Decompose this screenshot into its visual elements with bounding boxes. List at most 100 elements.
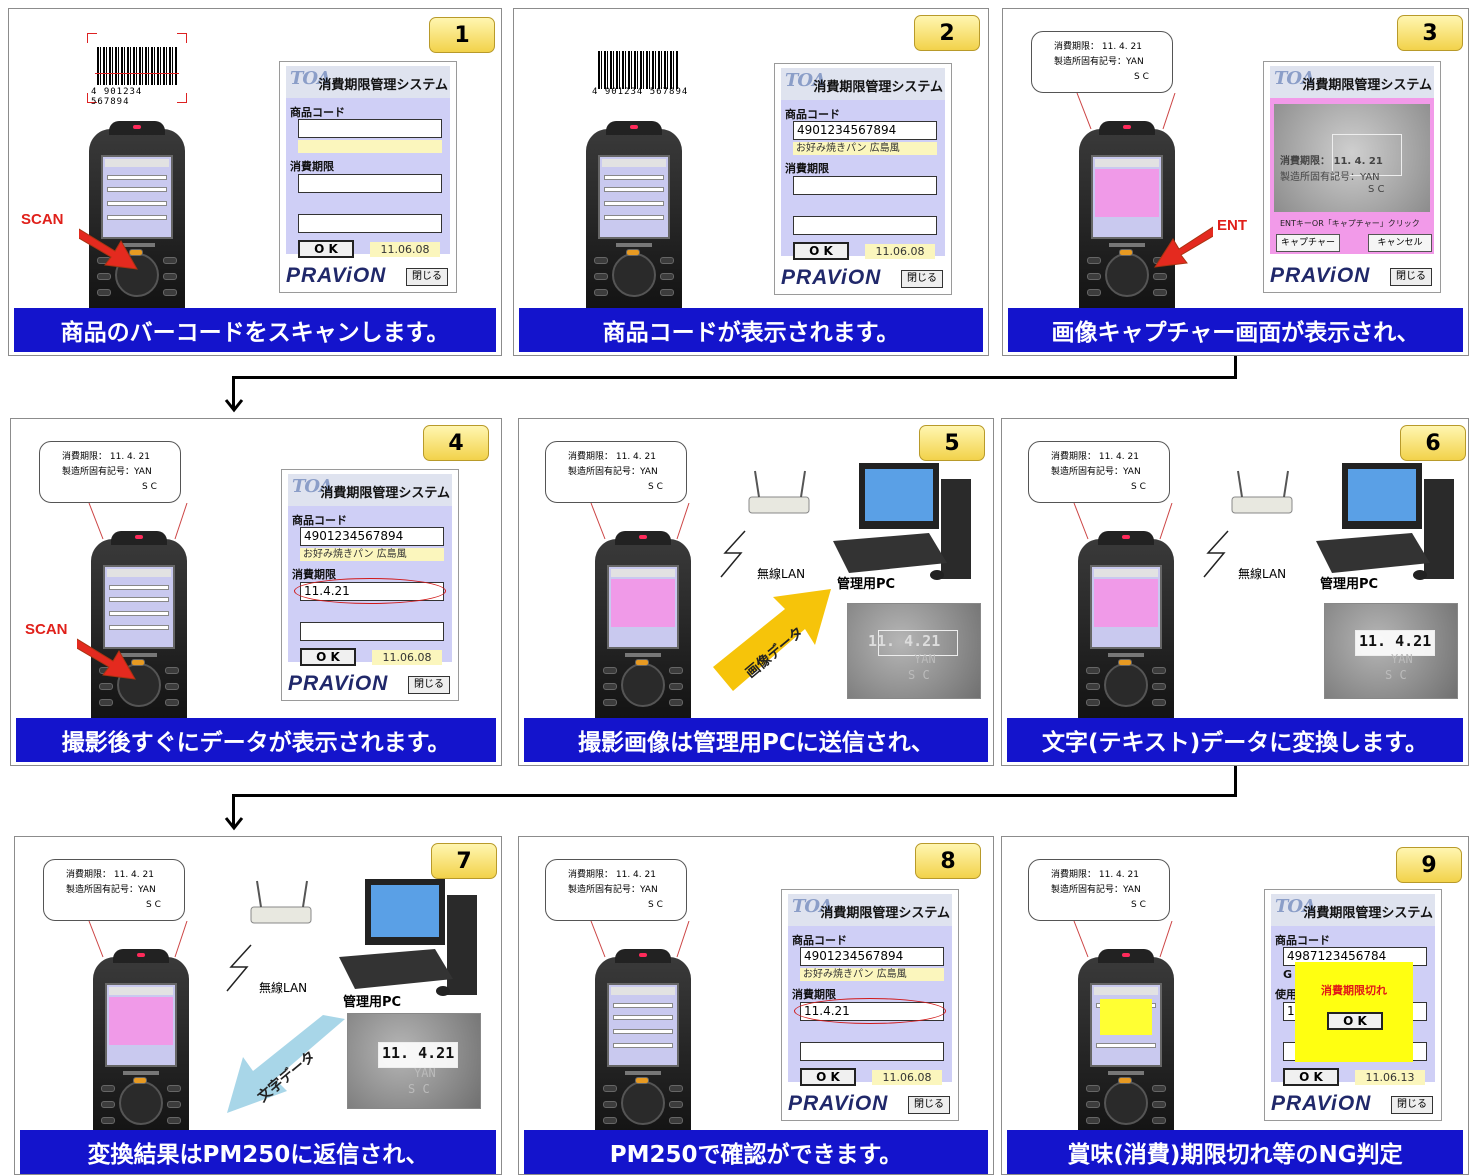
expiry-label-partial: 使用 bbox=[1275, 988, 1297, 1001]
ok-button[interactable]: O K bbox=[298, 240, 354, 258]
pravion-logo: PRAViON bbox=[286, 264, 387, 287]
pc-label: 管理用PC bbox=[343, 995, 402, 1010]
extra-field[interactable] bbox=[298, 214, 442, 233]
ok-button[interactable]: O K bbox=[793, 242, 849, 260]
extra-field[interactable] bbox=[800, 1042, 944, 1061]
ok-button[interactable]: O K bbox=[300, 648, 356, 666]
step-caption-4: 撮影後すぐにデータが表示されます。 bbox=[16, 718, 496, 762]
callout-lines bbox=[590, 921, 690, 958]
date-display: 11.06.08 bbox=[872, 1070, 942, 1085]
system-title: 消費期限管理システム bbox=[820, 906, 950, 921]
photo-recognized-box bbox=[378, 1042, 458, 1068]
photo-code-text: YAN bbox=[1391, 652, 1413, 666]
step-panel-6: 6 消費期限： 11. 4. 21 製造所固有記号：YAN S C 無線LAN … bbox=[1001, 418, 1469, 766]
pravion-logo: PRAViON bbox=[781, 266, 882, 289]
code-field[interactable]: 4901234567894 bbox=[793, 121, 937, 140]
bubble-line-code: 製造所固有記号：YAN bbox=[62, 467, 152, 477]
captured-photo: 11. 4.21 YAN S C bbox=[847, 603, 981, 699]
pravion-logo: PRAViON bbox=[788, 1092, 889, 1115]
product-name-field bbox=[298, 140, 442, 153]
ok-button[interactable]: O K bbox=[1283, 1068, 1339, 1086]
step-caption-2: 商品コードが表示されます。 bbox=[519, 308, 983, 352]
capture-preview: 消費期限： 11. 4. 21 製造所固有記号：YAN S C bbox=[1274, 104, 1430, 212]
system-title: 消費期限管理システム bbox=[813, 80, 943, 95]
bubble-line-expiry: 消費期限： 11. 4. 21 bbox=[568, 870, 656, 880]
flow-connector-1 bbox=[1234, 356, 1237, 378]
code-field[interactable]: 4987123456784 bbox=[1283, 947, 1427, 966]
step-panel-5: 5 消費期限： 11. 4. 21 製造所固有記号：YAN S C 無線LAN … bbox=[518, 418, 994, 766]
bubble-line-code: 製造所固有記号：YAN bbox=[1054, 57, 1144, 67]
code-field[interactable]: 4901234567894 bbox=[300, 527, 444, 546]
barcode-number: 4 901234 567894 bbox=[91, 87, 143, 107]
system-title: 消費期限管理システム bbox=[1303, 906, 1433, 921]
close-button[interactable]: 閉じる bbox=[908, 1096, 950, 1114]
ent-label: ENT bbox=[1217, 217, 1247, 234]
flow-connector-2-down bbox=[232, 794, 235, 826]
pc-label: 管理用PC bbox=[1320, 577, 1379, 592]
handheld-device bbox=[91, 531, 187, 727]
expiry-label: 消費期限 bbox=[785, 162, 829, 175]
handheld-device bbox=[595, 949, 691, 1145]
step-caption-9: 賞味(消費)期限切れ等のNG判定 bbox=[1007, 1130, 1463, 1174]
pravion-logo: PRAViON bbox=[1271, 1092, 1372, 1115]
photo-date-text: 11. 4.21 bbox=[868, 632, 941, 650]
lightning-icon bbox=[1203, 530, 1229, 578]
router-icon bbox=[748, 470, 810, 514]
extra-field[interactable] bbox=[300, 622, 444, 641]
pravion-logo: PRAViON bbox=[1270, 264, 1371, 287]
extra-field[interactable] bbox=[793, 216, 937, 235]
partial-char: G bbox=[1283, 968, 1293, 981]
close-button[interactable]: 閉じる bbox=[901, 270, 943, 288]
capture-button[interactable]: キャプチャー bbox=[1276, 234, 1340, 252]
ng-message: 消費期限切れ bbox=[1321, 984, 1387, 997]
callout-lines bbox=[1073, 503, 1173, 540]
code-field[interactable]: 4901234567894 bbox=[800, 947, 944, 966]
system-title: 消費期限管理システム bbox=[320, 486, 450, 501]
expiry-label: 消費期限 bbox=[792, 988, 836, 1001]
ng-ok-button[interactable]: O K bbox=[1327, 1012, 1383, 1030]
step-number-9: 9 bbox=[1396, 847, 1462, 883]
lightning-icon bbox=[720, 530, 746, 578]
date-display: 11.06.08 bbox=[865, 244, 935, 259]
barcode-number: 4 901234 567894 bbox=[592, 87, 689, 97]
code-label: 商品コード bbox=[292, 514, 347, 527]
bubble-line-code: 製造所固有記号：YAN bbox=[568, 467, 658, 477]
photo-code-text: YAN bbox=[914, 652, 936, 666]
toa-logo: TOA bbox=[785, 70, 826, 91]
close-button[interactable]: 閉じる bbox=[406, 268, 448, 286]
ok-button[interactable]: O K bbox=[800, 1068, 856, 1086]
expiry-field[interactable] bbox=[793, 176, 937, 195]
red-arrow-icon bbox=[77, 638, 136, 680]
pc-icon bbox=[339, 879, 477, 996]
bubble-line-sc: S C bbox=[1134, 72, 1149, 82]
close-button[interactable]: 閉じる bbox=[1391, 1096, 1433, 1114]
pravion-logo: PRAViON bbox=[288, 672, 389, 695]
speech-bubble: 消費期限： 11. 4. 21 製造所固有記号：YAN S C bbox=[1028, 859, 1170, 921]
highlight-oval bbox=[794, 998, 946, 1024]
text-data-arrow bbox=[227, 1015, 345, 1113]
photo-sc-text: S C bbox=[908, 668, 930, 682]
close-button[interactable]: 閉じる bbox=[408, 676, 450, 694]
step-caption-5: 撮影画像は管理用PCに送信され、 bbox=[524, 718, 988, 762]
bubble-line-code: 製造所固有記号：YAN bbox=[568, 885, 658, 895]
preview-sc-text: S C bbox=[1368, 184, 1385, 195]
converted-photo: 11. 4.21 YAN S C bbox=[347, 1013, 481, 1109]
expiry-field[interactable] bbox=[298, 174, 442, 193]
toa-logo: TOA bbox=[290, 68, 331, 89]
code-field[interactable] bbox=[298, 119, 442, 138]
step-number-7: 7 bbox=[431, 843, 497, 879]
bubble-line-sc: S C bbox=[648, 900, 663, 910]
speech-bubble: 消費期限： 11. 4. 21 製造所固有記号：YAN S C bbox=[1031, 31, 1173, 93]
bubble-line-expiry: 消費期限： 11. 4. 21 bbox=[66, 870, 154, 880]
step-panel-4: 4 消費期限： 11. 4. 21 製造所固有記号：YAN S C SCAN T… bbox=[10, 418, 502, 766]
cancel-button[interactable]: キャンセル bbox=[1368, 234, 1432, 252]
image-data-arrow bbox=[713, 589, 831, 691]
close-button[interactable]: 閉じる bbox=[1390, 268, 1432, 286]
